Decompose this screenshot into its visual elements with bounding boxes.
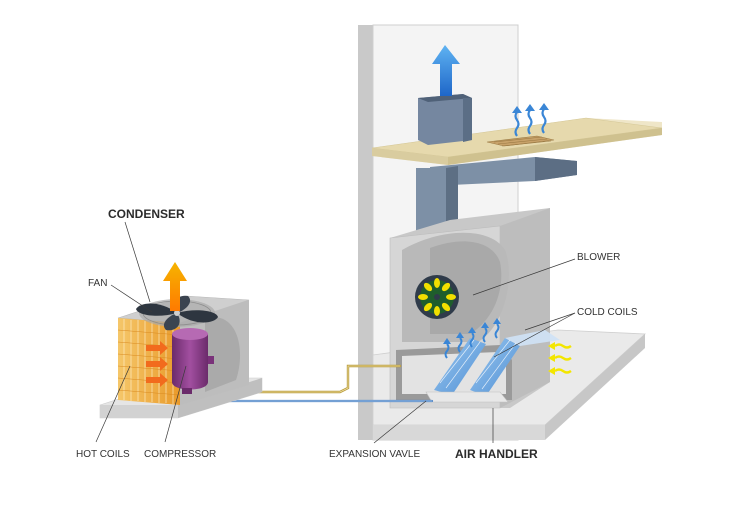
label-blower: BLOWER <box>577 252 621 263</box>
label-leader-lines <box>95 221 576 444</box>
label-fan: FAN <box>88 278 108 289</box>
arrow-up-icon <box>443 318 501 344</box>
cold-coils <box>425 330 560 403</box>
wavy-arrow-icon <box>444 323 500 359</box>
refrigerant-lines <box>194 364 434 403</box>
label-air-handler: AIR HANDLER <box>455 447 538 461</box>
arrow-right-icon <box>146 341 168 387</box>
label-condenser: CONDENSER <box>108 207 185 221</box>
wavy-arrow-icon <box>554 343 572 374</box>
air-handler-cabinet <box>389 208 550 409</box>
arrow-left-icon <box>548 342 555 375</box>
label-hot-coils: HOT COILS <box>76 449 130 460</box>
supply-vent-grille <box>486 135 555 147</box>
wavy-arrow-icon <box>514 108 547 137</box>
label-cold-coils: COLD COILS <box>577 307 638 318</box>
compressor <box>172 328 214 394</box>
arrow-up-icon <box>163 262 187 311</box>
label-expansion-valve: EXPANSION VAVLE <box>329 449 421 460</box>
arrow-up-icon <box>432 45 460 96</box>
blower-wheel-icon <box>415 275 459 319</box>
label-compressor: COMPRESSOR <box>144 449 217 460</box>
arrow-up-icon <box>512 103 549 113</box>
